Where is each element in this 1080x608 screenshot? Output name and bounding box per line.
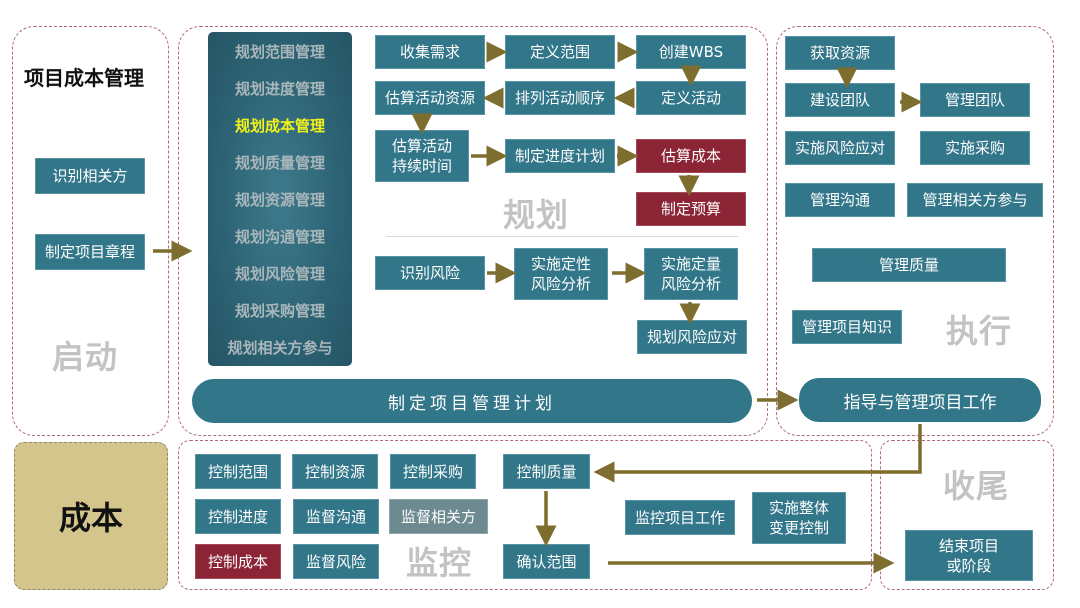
quantitative-risk-box[interactable]: 实施定量 风险分析 [644,248,738,300]
cost-knowledge-area-badge: 成本 [14,442,168,590]
monitor-communications-box[interactable]: 监督沟通 [293,499,379,534]
manage-communications-box[interactable]: 管理沟通 [785,183,895,217]
control-quality-box[interactable]: 控制质量 [503,454,590,489]
executing-phase-label: 执行 [946,312,1013,350]
develop-schedule-box[interactable]: 制定进度计划 [505,139,615,173]
planning-sidebar: 规划范围管理 规划进度管理 规划成本管理 规划质量管理 规划资源管理 规划沟通管… [208,32,352,366]
manage-stakeholder-engagement-box[interactable]: 管理相关方参与 [907,183,1043,217]
control-schedule-box[interactable]: 控制进度 [195,499,281,534]
closing-phase-label: 收尾 [943,467,1010,505]
arrow-direct-to-quality [593,424,922,483]
develop-pm-plan-bar[interactable]: 制定项目管理计划 [192,379,752,423]
monitor-stakeholder-box[interactable]: 监督相关方 [389,499,488,534]
initiating-frame [12,26,169,436]
develop-team-box[interactable]: 建设团队 [785,83,895,117]
control-costs-box[interactable]: 控制成本 [195,544,281,579]
identify-risks-box[interactable]: 识别风险 [375,256,485,290]
planning-divider [386,236,738,237]
monitoring-phase-label: 监控 [406,544,473,582]
closing-frame [880,440,1054,590]
estimate-costs-box[interactable]: 估算成本 [636,139,746,173]
sidebar-item-schedule[interactable]: 规划进度管理 [234,80,325,98]
sidebar-item-resource[interactable]: 规划资源管理 [234,191,325,209]
validate-scope-box[interactable]: 确认范围 [503,544,590,579]
create-wbs-box[interactable]: 创建WBS [636,35,746,69]
estimate-resources-box[interactable]: 估算活动资源 [375,81,485,115]
control-resources-box[interactable]: 控制资源 [292,454,378,489]
define-scope-box[interactable]: 定义范围 [505,35,615,69]
executing-frame [776,26,1054,436]
diagram-title: 项目成本管理 [24,66,144,90]
implement-risk-responses-box[interactable]: 实施风险应对 [785,131,895,165]
initiating-phase-label: 启动 [52,338,119,376]
manage-knowledge-box[interactable]: 管理项目知识 [792,310,902,344]
identify-stakeholders-box[interactable]: 识别相关方 [35,158,145,194]
collect-requirements-box[interactable]: 收集需求 [375,35,485,69]
sidebar-item-quality[interactable]: 规划质量管理 [234,154,325,172]
direct-manage-work-bar[interactable]: 指导与管理项目工作 [799,378,1041,422]
estimate-durations-box[interactable]: 估算活动 持续时间 [375,130,469,182]
sidebar-item-cost[interactable]: 规划成本管理 [234,117,325,135]
determine-budget-box[interactable]: 制定预算 [636,192,746,226]
sidebar-item-stakeholder[interactable]: 规划相关方参与 [227,339,333,357]
close-project-box[interactable]: 结束项目 或阶段 [905,530,1033,581]
conduct-procurements-box[interactable]: 实施采购 [920,131,1030,165]
plan-risk-responses-box[interactable]: 规划风险应对 [637,320,747,354]
control-scope-box[interactable]: 控制范围 [195,454,281,489]
control-procurements-box[interactable]: 控制采购 [390,454,476,489]
planning-phase-label: 规划 [503,196,570,234]
integrated-change-control-box[interactable]: 实施整体 变更控制 [752,492,846,544]
manage-team-box[interactable]: 管理团队 [920,83,1030,117]
develop-charter-box[interactable]: 制定项目章程 [35,234,145,270]
sidebar-item-procurement[interactable]: 规划采购管理 [234,302,325,320]
sidebar-item-communication[interactable]: 规划沟通管理 [234,228,325,246]
define-activities-box[interactable]: 定义活动 [636,81,746,115]
planning-frame [178,26,768,436]
monitor-control-work-box[interactable]: 监控项目工作 [625,500,735,535]
sidebar-item-scope[interactable]: 规划范围管理 [234,43,325,61]
sidebar-item-risk[interactable]: 规划风险管理 [234,265,325,283]
monitoring-frame [178,440,872,590]
manage-quality-box[interactable]: 管理质量 [812,248,1006,282]
qualitative-risk-box[interactable]: 实施定性 风险分析 [514,248,608,300]
monitor-risks-box[interactable]: 监督风险 [293,544,379,579]
